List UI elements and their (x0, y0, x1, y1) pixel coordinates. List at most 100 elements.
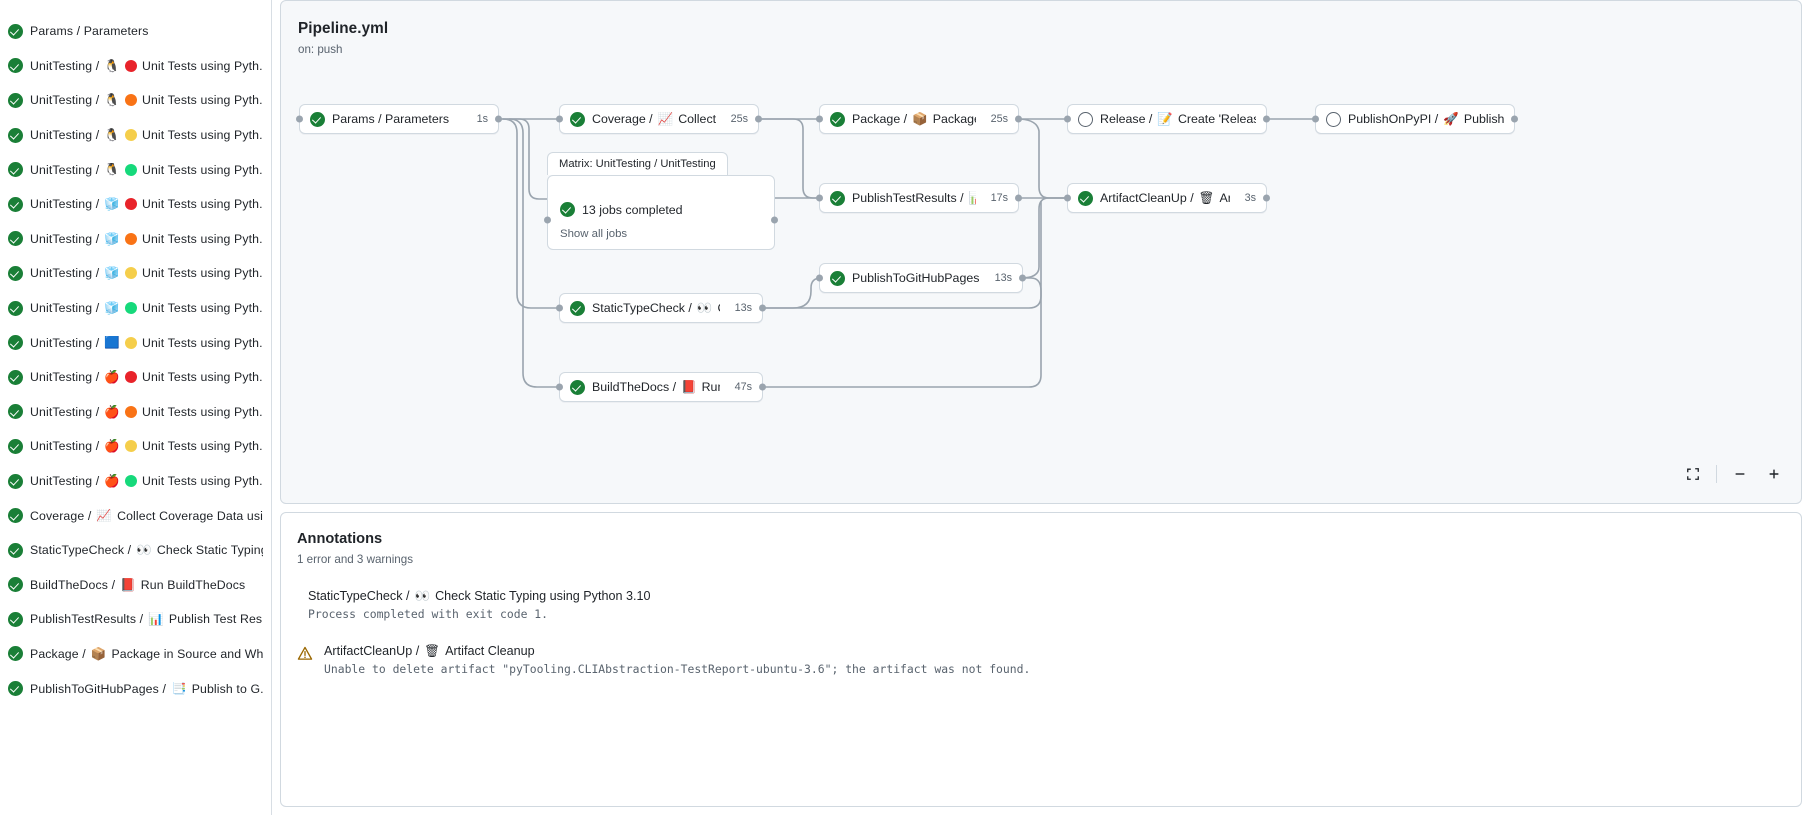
node-label: PublishToGitHubPages / 📑... (852, 271, 980, 285)
sidebar-job-item[interactable]: PublishTestResults / 📊Publish Test Resu.… (0, 602, 271, 637)
graph-node-coverage[interactable]: Coverage / 📈Collect Cove...25s (556, 104, 762, 134)
workflow-title: Pipeline.yml (298, 20, 389, 37)
node-label: ArtifactCleanUp / 🗑Artifac... (1100, 191, 1230, 205)
sidebar-job-item[interactable]: BuildTheDocs / 📕Run BuildTheDocs (0, 568, 271, 603)
sidebar-job-label: Coverage / 📈Collect Coverage Data usi... (30, 509, 263, 523)
node-input-port (1064, 194, 1071, 202)
job-os-emoji-icon: 📕 (120, 577, 136, 592)
status-success-icon (8, 92, 23, 108)
annotation-job[interactable]: StaticTypeCheck / 👀Check Static Typing u… (308, 589, 650, 603)
workflow-graph-card[interactable]: Pipeline.yml on: push (280, 0, 1802, 504)
job-version-dot-icon (124, 59, 137, 72)
job-step-text: Package in Source and Wh... (111, 646, 263, 661)
job-os-emoji-icon: 📈 (96, 508, 113, 523)
fit-screen-icon[interactable] (1682, 463, 1704, 485)
job-name-text: UnitTesting / (30, 335, 100, 350)
job-step-text: Publish Test Resu... (168, 612, 263, 627)
node-emoji-icon: 🗑 (1198, 191, 1215, 205)
sidebar-job-label: UnitTesting / 🧊Unit Tests using Pyth... (30, 301, 263, 315)
sidebar-job-label: UnitTesting / 🧊Unit Tests using Pyth... (30, 197, 263, 211)
sidebar-job-item[interactable]: UnitTesting / 🧊Unit Tests using Pyth... (0, 291, 271, 326)
status-success-icon (8, 127, 23, 143)
sidebar-job-item[interactable]: UnitTesting / 🟦Unit Tests using Pyth... (0, 325, 271, 360)
job-os-emoji-icon: 🍎 (104, 404, 120, 419)
node-output-port (1511, 115, 1518, 123)
job-name-text: Coverage / (30, 508, 92, 523)
status-success-icon (8, 58, 23, 74)
sidebar-job-item[interactable]: UnitTesting / 🍎Unit Tests using Pyth... (0, 360, 271, 395)
sidebar-job-item[interactable]: UnitTesting / 🍎Unit Tests using Pyth... (0, 464, 271, 499)
node-step-text: Artifac... (1219, 191, 1230, 205)
matrix-summary-row[interactable]: 13 jobs completed (560, 202, 762, 217)
status-success-icon (8, 646, 23, 662)
sidebar-job-item[interactable]: Coverage / 📈Collect Coverage Data usi... (0, 498, 271, 533)
sidebar-job-item[interactable]: UnitTesting / 🐧Unit Tests using Pyth... (0, 49, 271, 84)
sidebar-job-item[interactable]: UnitTesting / 🍎Unit Tests using Pyth... (0, 429, 271, 464)
sidebar-job-label: UnitTesting / 🟦Unit Tests using Pyth... (30, 336, 263, 350)
status-success-icon (8, 265, 23, 281)
sidebar-job-item[interactable]: Params / Parameters (0, 14, 271, 49)
annotation-text: StaticTypeCheck / 👀Check Static Typing u… (308, 589, 650, 621)
sidebar-job-item[interactable]: UnitTesting / 🧊Unit Tests using Pyth... (0, 187, 271, 222)
sidebar-job-item[interactable]: UnitTesting / 🧊Unit Tests using Pyth... (0, 256, 271, 291)
graph-node-statictypecheck[interactable]: StaticTypeCheck / 👀Chec...13s (556, 293, 766, 323)
job-name-text: UnitTesting / (30, 162, 100, 177)
graph-node-pypi[interactable]: PublishOnPyPI / 🚀Publish to ... (1312, 104, 1518, 134)
job-step-text: Unit Tests using Pyth... (141, 93, 263, 108)
node-job-text: PublishToGitHubPages / (852, 271, 980, 285)
node-duration: 13s (734, 302, 752, 314)
sidebar-job-item[interactable]: UnitTesting / 🐧Unit Tests using Pyth... (0, 152, 271, 187)
graph-zoom-controls[interactable] (1682, 463, 1785, 485)
status-success-icon (8, 369, 23, 385)
graph-node-artifactcleanup[interactable]: ArtifactCleanUp / 🗑Artifac...3s (1064, 183, 1270, 213)
job-name-text: UnitTesting / (30, 370, 100, 385)
zoom-out-button[interactable] (1729, 463, 1751, 485)
status-success-icon (8, 542, 23, 558)
graph-node-release[interactable]: Release / 📝Create 'Release P... (1064, 104, 1270, 134)
graph-node-publishghpages[interactable]: PublishToGitHubPages / 📑...13s (816, 263, 1026, 293)
status-success-icon (570, 111, 585, 127)
node-emoji-icon: 📊 (969, 192, 976, 205)
graph-node-buildthedocs[interactable]: BuildTheDocs / 📕Run Buil...47s (556, 372, 766, 402)
status-success-icon (8, 335, 23, 351)
status-success-icon (560, 202, 575, 217)
sidebar-job-item[interactable]: StaticTypeCheck / 👀Check Static Typing..… (0, 533, 271, 568)
graph-node-package[interactable]: Package / 📦Package in So...25s (816, 104, 1022, 134)
node-job-text: Coverage / (592, 112, 653, 126)
matrix-output-port (771, 216, 778, 224)
status-success-icon (8, 681, 23, 697)
job-step-text: Run BuildTheDocs (140, 577, 246, 592)
workflow-trigger: on: push (298, 43, 343, 56)
sidebar-job-item[interactable]: PublishToGitHubPages / 📑Publish to G... (0, 671, 271, 706)
sidebar-job-item[interactable]: UnitTesting / 🧊Unit Tests using Pyth... (0, 222, 271, 257)
annotation-item: StaticTypeCheck / 👀Check Static Typing u… (297, 589, 1785, 621)
node-job-text: Package / (852, 112, 908, 126)
job-name-text: UnitTesting / (30, 301, 100, 316)
node-input-port (1064, 115, 1071, 123)
job-step-text: Unit Tests using Pyth... (141, 162, 263, 177)
annotation-message: Unable to delete artifact "pyTooling.CLI… (324, 662, 1031, 676)
sidebar-job-label: PublishToGitHubPages / 📑Publish to G... (30, 682, 263, 696)
sidebar-job-item[interactable]: Package / 📦Package in Source and Wh... (0, 637, 271, 672)
job-name-text: UnitTesting / (30, 93, 100, 108)
annotation-job[interactable]: ArtifactCleanUp / 🗑Artifact Cleanup (324, 644, 1030, 658)
job-name-text: UnitTesting / (30, 266, 100, 281)
show-all-jobs-link[interactable]: Show all jobs (560, 228, 628, 240)
status-success-icon (8, 473, 23, 489)
graph-node-publishtestresults[interactable]: PublishTestResults / 📊Pu...17s (816, 183, 1022, 213)
status-skipped-icon (1078, 111, 1093, 127)
status-success-icon (830, 190, 845, 206)
sidebar-job-label: BuildTheDocs / 📕Run BuildTheDocs (30, 578, 245, 592)
node-emoji-icon: 📝 (1157, 112, 1173, 126)
node-input-port (556, 115, 563, 123)
zoom-in-button[interactable] (1763, 463, 1785, 485)
sidebar-job-item[interactable]: UnitTesting / 🐧Unit Tests using Pyth... (0, 118, 271, 153)
node-input-port (556, 304, 563, 312)
node-input-port (816, 115, 823, 123)
sidebar-job-item[interactable]: UnitTesting / 🍎Unit Tests using Pyth... (0, 395, 271, 430)
sidebar-job-item[interactable]: UnitTesting / 🐧Unit Tests using Pyth... (0, 83, 271, 118)
